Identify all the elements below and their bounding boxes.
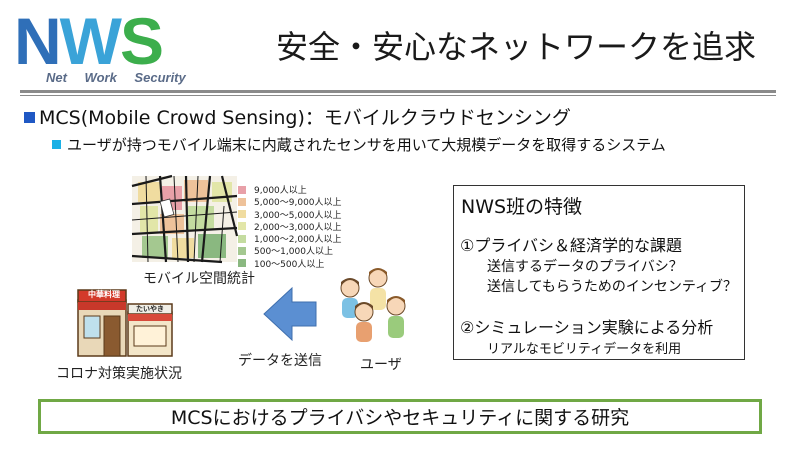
main-bullet-text: MCS(Mobile Crowd Sensing)：モバイルクラウドセンシング xyxy=(39,107,571,129)
main-bullet: MCS(Mobile Crowd Sensing)：モバイルクラウドセンシング xyxy=(24,103,571,130)
legend-label: 100～500人以上 xyxy=(254,259,325,270)
stores-image xyxy=(77,289,173,357)
logo-subtitle: Net Work Security xyxy=(46,70,186,85)
legend-swatch xyxy=(238,185,246,194)
header-divider-thin xyxy=(20,95,776,96)
legend-item: 2,000～3,000人以上 xyxy=(238,221,342,233)
feature-item-simulation: ②シミュレーション実験による分析 xyxy=(460,318,714,337)
legend-label: 2,000～3,000人以上 xyxy=(254,222,342,233)
logo-letters: NWS xyxy=(14,4,164,78)
send-arrow-icon xyxy=(263,286,317,342)
legend-swatch xyxy=(238,234,246,243)
legend-item: 5,000～9,000人以上 xyxy=(238,196,342,209)
sub-bullet: ユーザが持つモバイル端末に内蔵されたセンサを用いて大規模データを取得するシステム xyxy=(52,134,666,155)
store-caption: コロナ対策実施状況 xyxy=(56,366,182,382)
legend-item: 100～500人以上 xyxy=(238,258,342,270)
population-map-image xyxy=(131,174,239,264)
legend-item: 9,000人以上 xyxy=(238,184,342,196)
page-title: 安全・安心なネットワークを追求 xyxy=(276,28,757,66)
store-sign-chinese: 中華料理 xyxy=(88,290,120,299)
logo-letter-w: W xyxy=(59,4,122,78)
map-legend: 9,000人以上 5,000～9,000人以上 3,000～5,000人以上 2… xyxy=(238,184,342,270)
legend-swatch xyxy=(238,222,246,231)
legend-swatch xyxy=(238,197,246,206)
legend-swatch xyxy=(238,246,246,255)
features-box: NWS班の特徴 ①プライバシ＆経済学的な課題 送信するデータのプライバシ？ 送信… xyxy=(453,185,745,360)
legend-label: 1,000～2,000人以上 xyxy=(254,235,342,246)
bullet-square-icon xyxy=(52,140,61,149)
legend-swatch xyxy=(238,259,246,268)
legend-label: 3,000～5,000人以上 xyxy=(254,210,342,221)
store-sign-taiyaki: たいやき xyxy=(136,305,164,313)
research-topic-box: MCSにおけるプライバシやセキュリティに関する研究 xyxy=(38,399,762,434)
bullet-square-icon xyxy=(24,112,35,123)
nws-logo: NWS Net Work Security xyxy=(14,8,264,88)
feature-subitem: 送信してもらうためのインセンティブ？ xyxy=(487,279,738,295)
legend-label: 9,000人以上 xyxy=(254,186,307,196)
users-image xyxy=(340,268,406,342)
logo-letter-s: S xyxy=(119,4,164,78)
arrow-caption: データを送信 xyxy=(238,353,322,369)
legend-item: 500～1,000人以上 xyxy=(238,245,342,258)
legend-label: 500～1,000人以上 xyxy=(254,247,333,258)
research-topic-text: MCSにおけるプライバシやセキュリティに関する研究 xyxy=(170,407,630,429)
feature-subitem: リアルなモビリティデータを利用 xyxy=(487,342,682,357)
legend-item: 3,000～5,000人以上 xyxy=(238,209,342,221)
legend-label: 5,000～9,000人以上 xyxy=(254,198,342,209)
feature-item-privacy: ①プライバシ＆経済学的な課題 xyxy=(460,236,683,255)
logo-letter-n: N xyxy=(14,4,62,78)
features-title: NWS班の特徴 xyxy=(461,196,583,218)
users-caption: ユーザ xyxy=(360,357,402,373)
map-caption: モバイル空間統計 xyxy=(143,271,255,287)
legend-item: 1,000～2,000人以上 xyxy=(238,233,342,246)
feature-subitem: 送信するデータのプライバシ？ xyxy=(487,259,683,275)
sub-bullet-text: ユーザが持つモバイル端末に内蔵されたセンサを用いて大規模データを取得するシステム xyxy=(67,136,666,154)
header-divider xyxy=(20,90,776,93)
legend-swatch xyxy=(238,210,246,219)
